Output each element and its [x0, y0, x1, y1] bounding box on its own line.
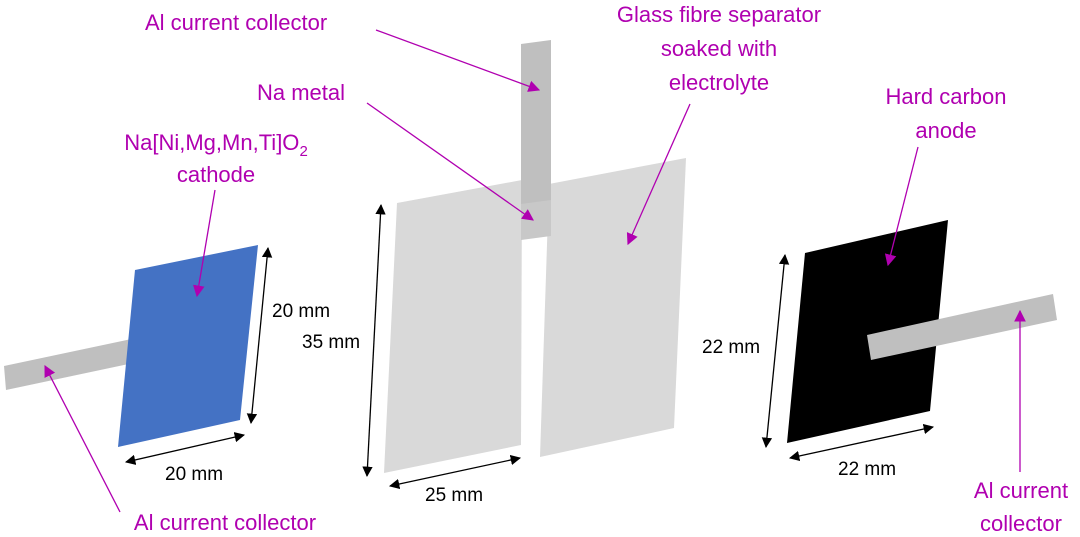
right-al-current-collector-tab: [867, 294, 1057, 360]
callout-arrow-cathode: [192, 189, 216, 298]
label-cathode: cathode: [177, 162, 255, 187]
anode-height-arrow: [761, 253, 790, 449]
dim-cathode-width: 20 mm: [165, 464, 223, 485]
dim-separator-width: 25 mm: [425, 485, 483, 506]
separator-height-arrow: [362, 203, 386, 478]
dim-anode-height: 22 mm: [702, 337, 760, 358]
label-hard-carbon-line1: Hard carbon: [885, 84, 1006, 109]
cathode-width-arrow: [124, 432, 246, 465]
left-al-current-collector-tab: [4, 338, 138, 390]
anode-sheet: [787, 220, 948, 443]
cathode-height-arrow: [246, 246, 273, 425]
cathode-formula-main: Na[Ni,Mg,Mn,Ti]O: [124, 130, 299, 155]
cathode-sheet: [118, 245, 258, 447]
label-na-metal: Na metal: [257, 80, 345, 105]
anode-width-arrow: [788, 423, 935, 462]
callout-arrow-hard-carbon: [884, 146, 919, 267]
label-separator-line2: soaked with: [661, 36, 777, 61]
label-al-collector-top: Al current collector: [145, 10, 327, 35]
top-al-current-collector-tab: [521, 40, 551, 204]
dim-cathode-height: 20 mm: [272, 301, 330, 322]
dim-anode-width: 22 mm: [838, 459, 896, 480]
label-separator-line1: Glass fibre separator: [617, 2, 821, 27]
na-metal-tab: [521, 196, 551, 240]
separator-left-sheet: [384, 180, 522, 473]
callout-arrow-separator: [626, 103, 691, 246]
callout-arrow-al-collector-top: [375, 29, 541, 92]
callout-arrow-al-collector-bottom-left: [44, 364, 121, 513]
label-hard-carbon-line2: anode: [915, 118, 976, 143]
dim-separator-height: 35 mm: [302, 332, 360, 353]
label-al-collector-bottom-right-line2: collector: [980, 511, 1062, 536]
label-separator-line3: electrolyte: [669, 70, 769, 95]
callout-arrow-na-metal: [366, 102, 534, 221]
separator-right-sheet: [540, 158, 686, 457]
separator-width-arrow: [388, 454, 522, 490]
label-al-collector-bottom-right-line1: Al current: [974, 478, 1068, 503]
cathode-formula-subscript: 2: [299, 143, 307, 160]
label-cathode-formula: Na[Ni,Mg,Mn,Ti]O2: [124, 130, 308, 160]
label-al-collector-bottom-left: Al current collector: [134, 510, 316, 535]
